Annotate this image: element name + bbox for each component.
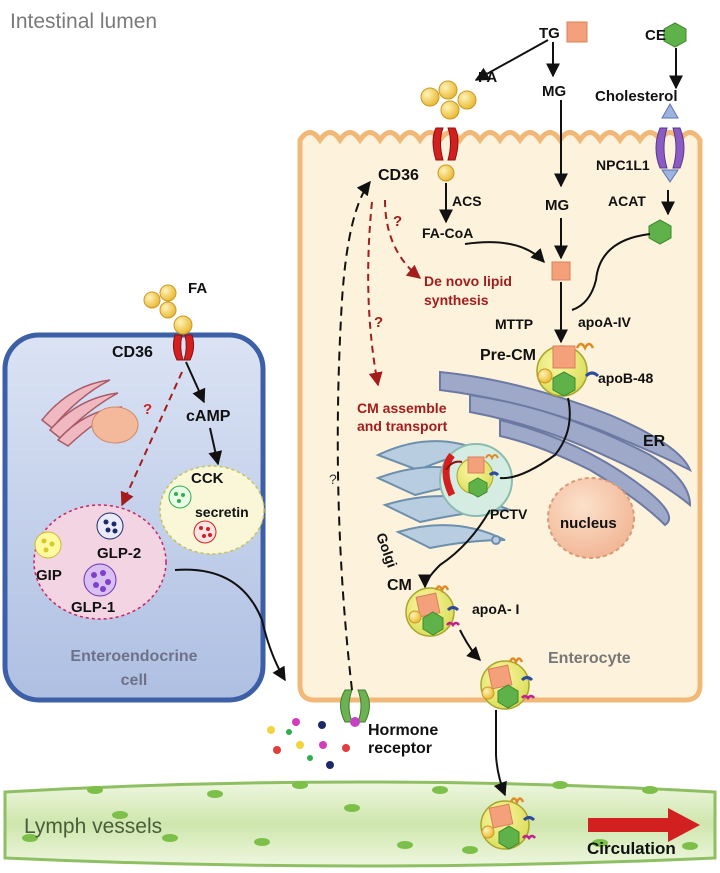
gip-label: GIP — [36, 567, 62, 584]
eec-label-1: Enteroendocrine — [70, 648, 197, 665]
tg-square-icon — [566, 21, 588, 43]
eec-label-2: cell — [121, 672, 148, 689]
cm-assemble-label-1: CM assemble — [357, 400, 447, 416]
apoa1-label: apoA- I — [472, 601, 519, 617]
pctv-label: PCTV — [490, 506, 528, 522]
question-eec: ? — [143, 401, 152, 418]
hormone-receptor-label-2: receptor — [368, 740, 432, 757]
secretin-label: secretin — [195, 504, 249, 520]
glp2-label: GLP-2 — [97, 545, 141, 562]
gip-granule — [34, 531, 62, 559]
apob48-label: apoB-48 — [598, 370, 653, 386]
cd36-enterocyte-label: CD36 — [378, 167, 419, 184]
pre-cm-particle — [536, 342, 600, 397]
cm-assemble-label-2: and transport — [357, 418, 448, 434]
glp1-label: GLP-1 — [71, 599, 115, 616]
cm-particle — [405, 585, 460, 637]
lymph-vessels-label: Lymph vessels — [24, 815, 162, 838]
npc1l1-label: NPC1L1 — [596, 157, 650, 173]
dashed-red-arrows — [120, 199, 422, 507]
cck-granule — [168, 485, 192, 509]
cm-label: CM — [387, 577, 412, 594]
er-label: ER — [643, 433, 666, 450]
cd36-eec-label: CD36 — [112, 344, 153, 361]
de-novo-label-1: De novo lipid — [424, 273, 512, 289]
fa-top-label: FA — [478, 69, 497, 86]
glp1-granule — [83, 563, 117, 597]
mg-mid-label: MG — [545, 197, 569, 214]
fa-droplets-eec — [143, 284, 177, 319]
question-hormone: ? — [329, 471, 337, 487]
circulation-arrow — [588, 808, 700, 842]
question-cm: ? — [374, 314, 383, 331]
hormone-receptor-label-1: Hormone — [368, 722, 438, 739]
hormone-receptor — [340, 689, 370, 727]
eec-mitochondria-icon — [91, 406, 139, 444]
mttp-label: MTTP — [495, 316, 533, 332]
dashed-hormone-arrow — [336, 180, 371, 691]
pctv-contents — [442, 452, 500, 498]
nucleus-label: nucleus — [560, 515, 617, 532]
pre-cm-label: Pre-CM — [480, 347, 536, 364]
fa-droplets-top — [420, 80, 477, 120]
fa-coa-label: FA-CoA — [422, 225, 473, 241]
camp-label: cAMP — [186, 408, 231, 425]
de-novo-label-2: synthesis — [424, 292, 489, 308]
eec-golgi-icon — [40, 379, 123, 447]
lymph-vessel — [3, 780, 717, 868]
acat-label: ACAT — [608, 193, 646, 209]
intestinal-lumen-label: Intestinal lumen — [10, 10, 157, 33]
glp2-granule — [96, 512, 124, 540]
enterocyte-label: Enterocyte — [548, 650, 631, 667]
cholesterol-label: Cholesterol — [595, 88, 678, 105]
cm-secreted-particle — [480, 657, 535, 710]
cck-label: CCK — [191, 470, 224, 487]
mg-top-label: MG — [542, 83, 566, 100]
hormone-dots — [267, 718, 350, 769]
tg-label: TG — [539, 25, 560, 42]
fa-eec-label: FA — [188, 280, 207, 297]
nucleus-shape — [547, 477, 635, 559]
circulation-label: Circulation — [587, 839, 676, 858]
cd36-transporter-enterocyte — [432, 127, 459, 182]
pathway-arrows — [174, 39, 683, 797]
tg-square-mid-icon — [551, 261, 571, 281]
apoa4-label: apoA-IV — [578, 314, 632, 330]
cd36-transporter-eec — [172, 315, 195, 361]
npc1l1-transporter — [655, 102, 685, 183]
ce-label: CE — [645, 27, 666, 44]
glp-granule-boundary — [33, 504, 167, 620]
secretin-granule — [193, 520, 217, 544]
acs-label: ACS — [452, 193, 482, 209]
ce-hexagon-icon — [663, 22, 687, 48]
question-denovo: ? — [393, 213, 402, 230]
ce-hexagon-acat-icon — [648, 219, 672, 245]
cm-lymph-particle — [480, 797, 536, 850]
